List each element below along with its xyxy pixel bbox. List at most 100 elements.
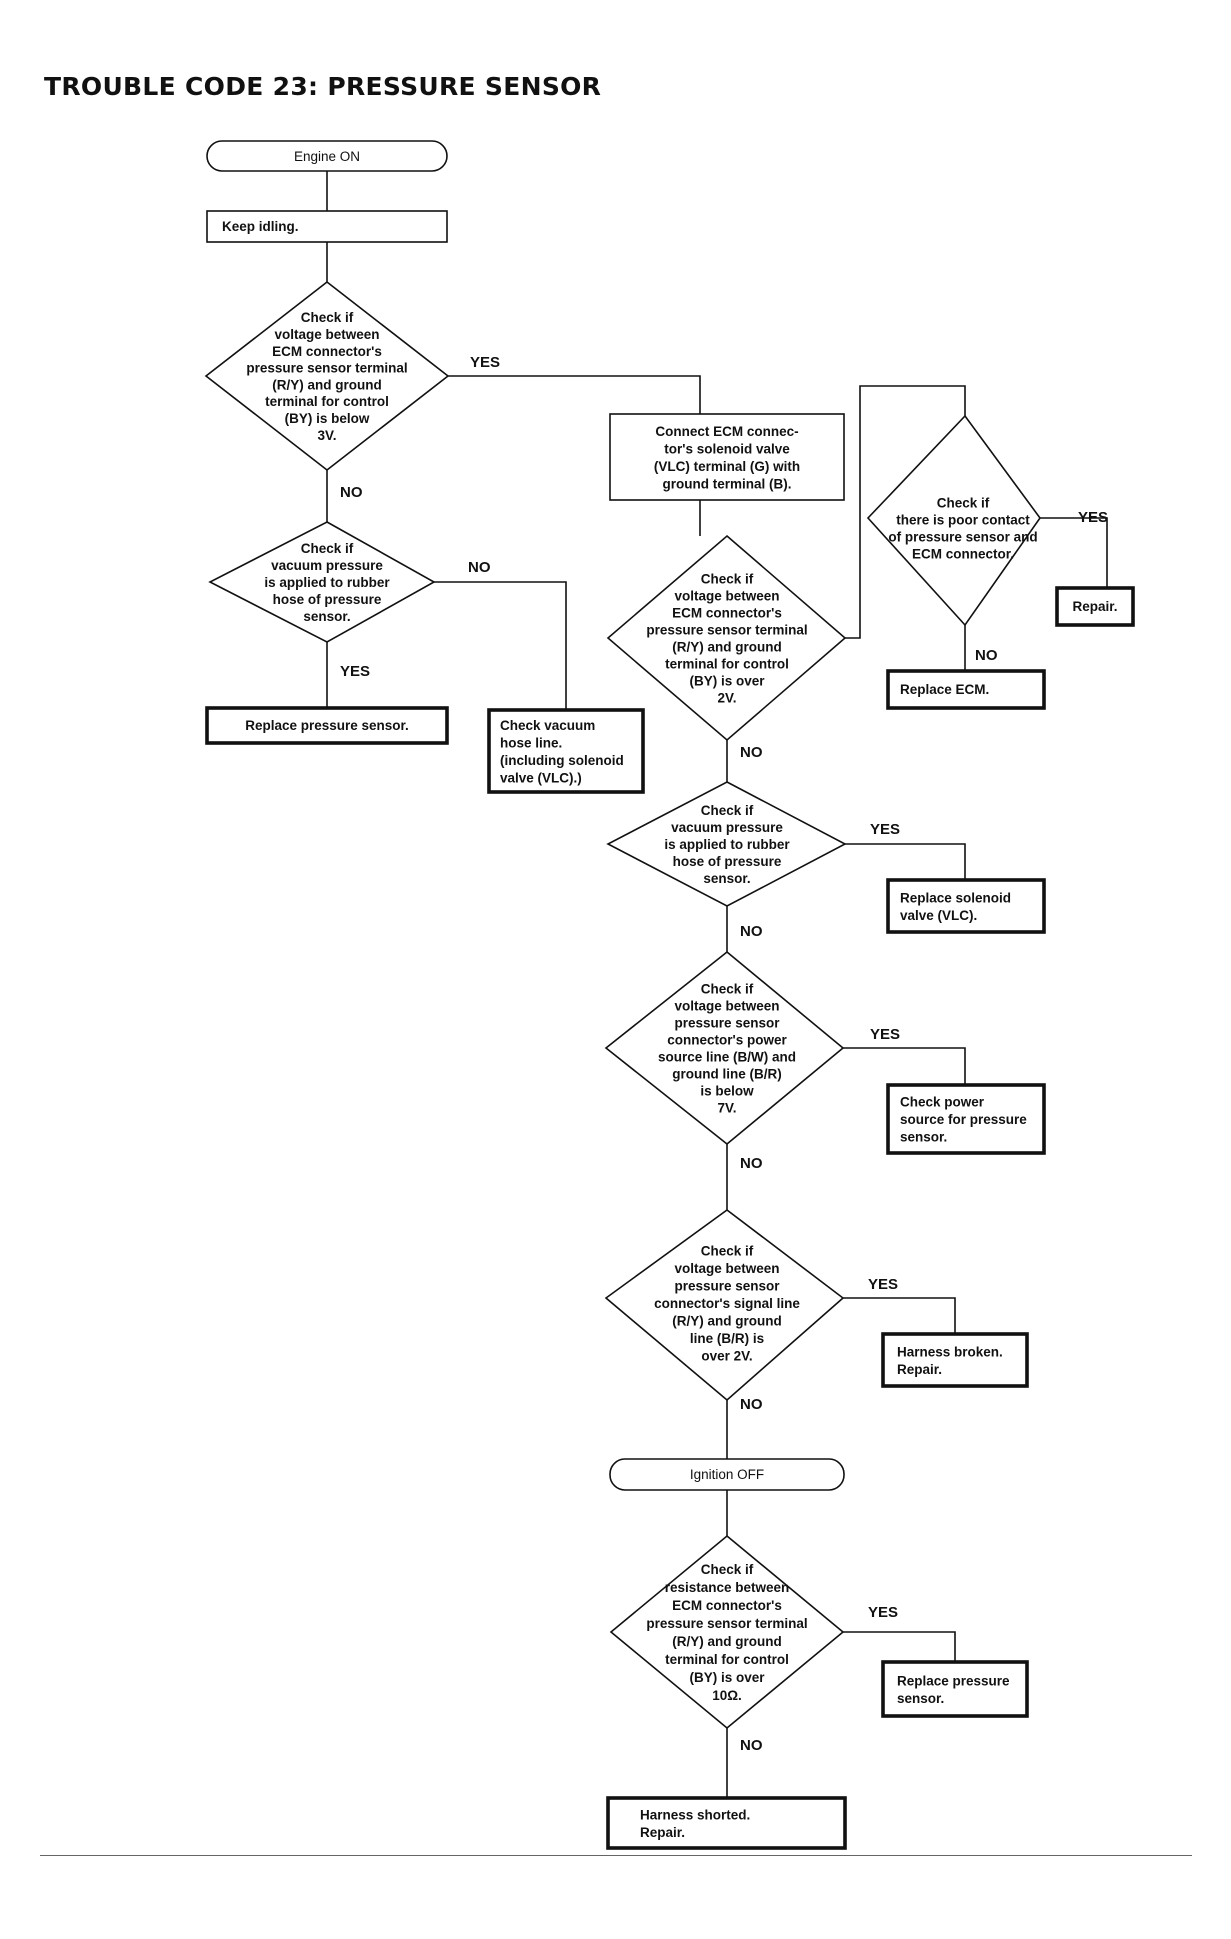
- node-text-line: Check if: [301, 310, 354, 325]
- no-label: NO: [740, 1155, 763, 1172]
- node-text-line: hose of pressure: [673, 854, 782, 869]
- node-text-line: sensor.: [897, 1691, 944, 1706]
- node-text-line: pressure sensor: [674, 1016, 780, 1031]
- node-text-line: voltage between: [674, 999, 779, 1014]
- node-text-line: Check if: [701, 982, 754, 997]
- node-text-line: is applied to rubber: [664, 837, 790, 852]
- node-text: Replace pressure sensor.: [897, 1673, 1010, 1706]
- node-replace-pressure-sensor-left: Replace pressure sensor.: [205, 706, 449, 745]
- node-text-line: connector's signal line: [654, 1296, 800, 1311]
- node-text-line: terminal for control: [665, 1652, 789, 1667]
- node-text: Keep idling.: [222, 219, 299, 234]
- node-text-line: 3V.: [317, 428, 336, 443]
- node-harness-broken: Harness broken. Repair.: [881, 1332, 1029, 1388]
- node-text: Connect ECM connec-tor's solenoid valve(…: [654, 424, 800, 492]
- yes-label: YES: [870, 821, 900, 838]
- node-text-line: hose of pressure: [273, 592, 382, 607]
- node-text-line: source for pressure: [900, 1112, 1027, 1127]
- node-text-line: vacuum pressure: [671, 820, 783, 835]
- node-text-line: ECM connector's: [272, 344, 382, 359]
- branch-labels: YES NO NO YES YES NO NO YES NO YES NO YE…: [340, 354, 1108, 1754]
- node-text-line: Check power: [900, 1095, 985, 1110]
- node-text-line: ECM connector's: [672, 606, 782, 621]
- node-replace-ecm: Replace ECM.: [886, 669, 1046, 710]
- node-check-power-below-7v: Check if voltage between pressure sensor co…: [604, 950, 845, 1146]
- no-label: NO: [468, 559, 491, 576]
- no-label: NO: [975, 647, 998, 664]
- no-label: NO: [340, 484, 363, 501]
- node-text-line: of pressure sensor and: [888, 530, 1037, 545]
- node-text-line: pressure sensor terminal: [646, 1616, 807, 1631]
- connector: [843, 1047, 966, 1085]
- node-text-line: Ignition OFF: [690, 1467, 764, 1482]
- connector: [434, 581, 567, 710]
- node-text-line: Replace pressure: [897, 1673, 1010, 1688]
- node-text-line: Repair.: [1072, 599, 1117, 614]
- node-text-line: Repair.: [640, 1825, 685, 1840]
- node-text-line: sensor.: [900, 1130, 947, 1145]
- yes-label: YES: [868, 1604, 898, 1621]
- node-text-line: Check if: [701, 803, 754, 818]
- node-text-line: Check if: [301, 541, 354, 556]
- no-label: NO: [740, 744, 763, 761]
- node-text: Ignition OFF: [690, 1467, 764, 1482]
- node-text-line: voltage between: [274, 327, 379, 342]
- node-text-line: line (B/R) is: [690, 1331, 764, 1346]
- node-text-line: Repair.: [897, 1362, 942, 1377]
- node-ignition-off: Ignition OFF: [609, 1458, 845, 1491]
- node-check-vacuum-right: Check if vacuum pressure is applied to rub…: [606, 781, 847, 907]
- node-text-line: (BY) is over: [689, 674, 765, 689]
- node-text-line: (VLC) terminal (G) with: [654, 459, 800, 474]
- node-text-line: Check if: [701, 1244, 754, 1259]
- node-text-line: voltage between: [674, 1261, 779, 1276]
- node-text-line: terminal for control: [265, 394, 389, 409]
- connector: [845, 385, 966, 639]
- connectors: [326, 171, 1108, 1798]
- node-text-line: Harness shorted.: [640, 1807, 750, 1822]
- node-text-line: valve (VLC).): [500, 770, 582, 785]
- node-text-line: tor's solenoid valve: [664, 441, 790, 456]
- node-text-line: (R/Y) and ground: [272, 377, 381, 392]
- node-text-line: Replace ECM.: [900, 682, 989, 697]
- node-text: Replace ECM.: [900, 682, 989, 697]
- node-text: Check if voltage between pressure sensor co…: [658, 982, 796, 1116]
- node-text-line: pressure sensor terminal: [646, 623, 807, 638]
- node-text-line: ground line (B/R): [672, 1067, 781, 1082]
- no-label: NO: [740, 923, 763, 940]
- node-harness-shorted: Harness shorted. Repair.: [606, 1796, 847, 1850]
- node-text: Engine ON: [294, 149, 360, 164]
- node-text-line: resistance between: [665, 1580, 790, 1595]
- node-text-line: Replace pressure sensor.: [245, 718, 409, 733]
- node-text-line: source line (B/W) and: [658, 1050, 796, 1065]
- node-engine-on: Engine ON: [206, 140, 448, 172]
- node-text-line: there is poor contact: [896, 513, 1030, 528]
- node-text-line: (R/Y) and ground: [672, 1634, 781, 1649]
- node-text-line: Harness broken.: [897, 1344, 1003, 1359]
- node-check-power-source: Check power source for pressure sensor.: [886, 1083, 1046, 1155]
- no-label: NO: [740, 1737, 763, 1754]
- node-text-line: connector's power: [667, 1033, 787, 1048]
- node-text: Check if vacuum pressure is applied to rub…: [664, 803, 790, 886]
- no-label: NO: [740, 1396, 763, 1413]
- yes-label: YES: [340, 663, 370, 680]
- connector: [1040, 517, 1108, 588]
- node-keep-idling: Keep idling.: [206, 210, 448, 243]
- node-text-line: sensor.: [703, 871, 750, 886]
- yes-label: YES: [1078, 509, 1108, 526]
- connector: [843, 1631, 956, 1662]
- node-text-line: Check vacuum: [500, 718, 595, 733]
- node-text-line: (R/Y) and ground: [672, 1314, 781, 1329]
- node-connect-ecm: Connect ECM connec-tor's solenoid valve(…: [609, 413, 845, 501]
- node-text-line: ECM connector.: [912, 547, 1014, 562]
